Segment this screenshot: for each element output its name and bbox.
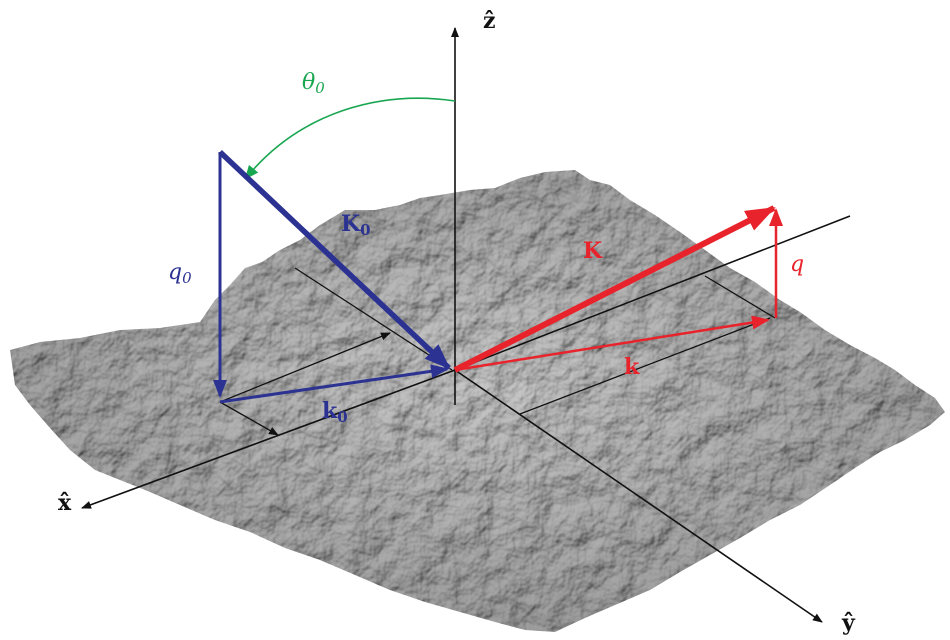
y-axis-label: ŷ bbox=[842, 610, 855, 636]
k0-label: k0 bbox=[322, 398, 348, 426]
k0-arrow bbox=[219, 364, 449, 404]
k-label: k bbox=[624, 354, 640, 380]
incident-vectors bbox=[213, 149, 451, 404]
axes bbox=[81, 27, 851, 623]
x-axis-label: x̂ bbox=[58, 490, 72, 516]
y-axis-line bbox=[454, 369, 823, 623]
K-arrow bbox=[453, 205, 776, 373]
q0-label: q0 bbox=[168, 260, 192, 287]
z-axis-label: ẑ bbox=[483, 8, 496, 34]
K0-label: K0 bbox=[341, 211, 371, 239]
K0-arrow bbox=[218, 149, 451, 371]
k-arrow bbox=[454, 315, 770, 372]
diagonal-axis-line bbox=[454, 215, 851, 371]
K-label: K bbox=[583, 238, 603, 264]
rough-surface bbox=[10, 170, 945, 632]
theta0-arc bbox=[244, 97, 456, 180]
theta0-label: θ0 bbox=[302, 70, 325, 97]
scattered-vectors bbox=[453, 205, 783, 373]
x-axis-line bbox=[81, 369, 456, 509]
q-label: q bbox=[790, 252, 805, 277]
ground-guides bbox=[219, 267, 776, 436]
